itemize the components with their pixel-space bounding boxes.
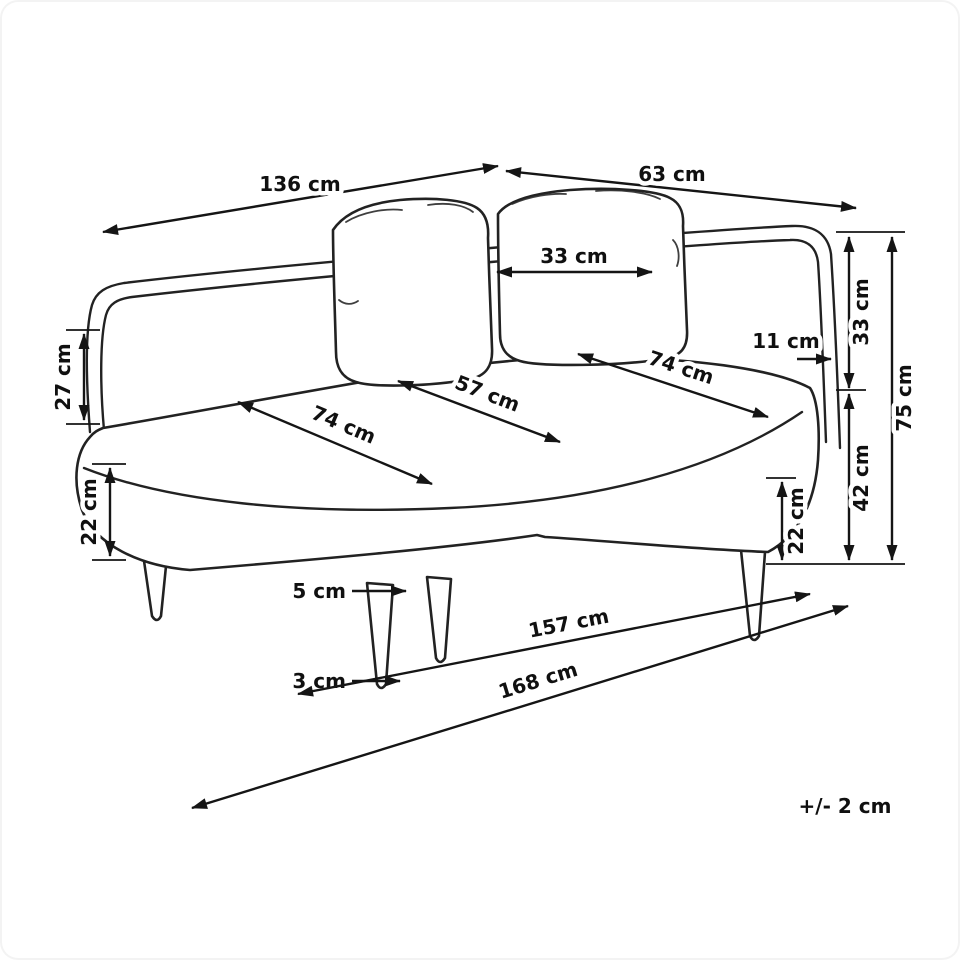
dim-label-side-width: 63 cm [638, 162, 706, 186]
dim-label-back-width: 136 cm [259, 172, 340, 196]
cushion-right [496, 187, 689, 367]
dim-label-overall-length: 168 cm [496, 657, 581, 704]
dim-label-backrest-height: 33 cm [849, 278, 873, 346]
cushion-left-crease [338, 299, 359, 305]
dimension-side-width: 63 cm [505, 158, 857, 212]
dim-label-leg-height: 22 cm [784, 487, 808, 555]
tolerance-note: +/- 2 cm [799, 794, 892, 818]
cushion-right-crease [672, 239, 680, 267]
leg-center-right [425, 575, 453, 664]
dim-label-backrest-side-height: 27 cm [51, 343, 75, 411]
dim-label-overall-height: 75 cm [892, 364, 916, 432]
cushion-left [331, 197, 494, 387]
dimension-overall-length: 168 cm [191, 604, 849, 810]
dim-label-cushion-width: 33 cm [540, 244, 608, 268]
dimension-seat-height: 42 cm [843, 393, 878, 561]
dim-label-seat-length: 157 cm [526, 604, 610, 643]
dim-label-backrest-thickness: 11 cm [752, 329, 820, 353]
dim-label-base-height: 22 cm [77, 478, 101, 546]
dimension-cushion-width: 33 cm [496, 240, 653, 278]
leg-center-left [365, 581, 395, 690]
extension-lines [66, 231, 905, 565]
dim-label-leg-top-width: 5 cm [292, 579, 346, 603]
dim-label-seat-height: 42 cm [849, 444, 873, 512]
dimension-backrest-thickness: 11 cm [748, 325, 832, 365]
leg-right [739, 548, 767, 642]
sofa-drawing [75, 187, 842, 690]
leg-front-left [141, 552, 169, 622]
dimension-leg-height: 22 cm [776, 481, 813, 561]
dimension-back-width: 136 cm [102, 163, 499, 235]
dimension-overall-height: 75 cm [886, 236, 921, 561]
seat-front-rim [82, 410, 804, 511]
dimension-backrest-side-height: 27 cm [47, 333, 90, 421]
seat-body [75, 355, 821, 572]
dimension-base-height: 22 cm [73, 467, 116, 557]
dimension-backrest-height: 33 cm [843, 236, 878, 389]
